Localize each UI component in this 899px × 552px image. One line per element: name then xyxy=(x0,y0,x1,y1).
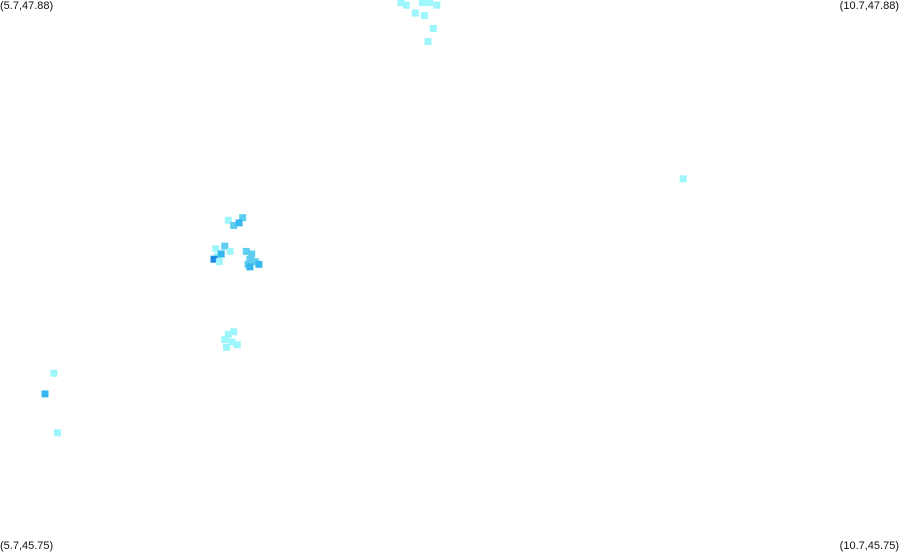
precip-cell-light xyxy=(50,369,58,377)
precip-cell-medium xyxy=(239,214,247,222)
precip-cell-strong xyxy=(217,250,225,258)
precip-cell-light xyxy=(230,328,238,336)
precip-cell-light xyxy=(226,247,234,255)
precip-cell-strong xyxy=(41,390,49,398)
precip-cell-light xyxy=(419,0,426,7)
precip-cell-light xyxy=(424,38,432,45)
precip-cell-light xyxy=(426,0,434,7)
precip-cell-medium xyxy=(248,250,256,258)
corner-label-bottom-left: (5.7,45.75) xyxy=(0,540,54,552)
precip-cell-light xyxy=(397,0,405,7)
precip-cell-light xyxy=(221,336,229,343)
precip-cell-strong xyxy=(246,263,254,271)
corner-label-bottom-right: (10.7,45.75) xyxy=(839,540,899,552)
precip-cell-medium xyxy=(221,242,229,250)
precip-cell-medium xyxy=(230,222,238,229)
precip-cell-dark xyxy=(210,255,218,263)
precip-cell-light xyxy=(223,343,230,351)
precip-cell-light xyxy=(233,341,241,349)
precip-cell-strong xyxy=(255,260,263,268)
precip-cell-light xyxy=(420,12,428,19)
precip-cell-light xyxy=(429,25,437,32)
precip-cell-medium xyxy=(242,247,250,255)
precip-cell-light xyxy=(402,1,410,9)
precip-cell-light xyxy=(433,1,441,9)
precip-cell-medium xyxy=(251,258,259,266)
corner-label-top-left: (5.7,47.88) xyxy=(0,0,54,12)
precip-cell-medium xyxy=(246,255,254,263)
precip-cell-light xyxy=(54,429,61,437)
precip-cell-light xyxy=(224,330,232,338)
precip-cell-light xyxy=(212,245,220,253)
precip-cell-light xyxy=(679,175,687,183)
precip-cell-light xyxy=(411,9,419,17)
precip-cell-light xyxy=(214,253,222,261)
precip-cell-light xyxy=(215,258,223,266)
precip-cell-light xyxy=(228,338,236,346)
corner-label-top-right: (10.7,47.88) xyxy=(839,0,899,12)
precip-cell-strong xyxy=(235,219,243,227)
precip-cell-light xyxy=(224,216,232,224)
